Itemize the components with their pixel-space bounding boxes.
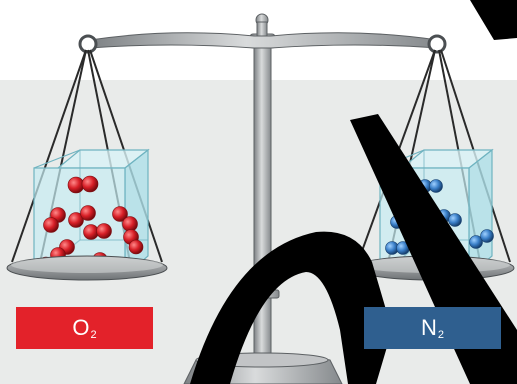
o2-molecule: [83, 223, 112, 240]
oxygen-label-main: O: [72, 315, 90, 340]
left-pan: [6, 255, 168, 281]
o2-molecule: [67, 175, 99, 194]
nitrogen-label-subscript: 2: [437, 329, 444, 341]
o2-molecule: [123, 229, 144, 255]
scale-beam: [78, 32, 447, 54]
o2-molecule: [112, 206, 138, 232]
n2-molecule: [385, 241, 410, 255]
o2-molecule: [43, 207, 66, 233]
oxygen-label-subscript: 2: [90, 329, 97, 341]
nitrogen-label-main: N: [420, 315, 437, 340]
n2-molecule: [469, 229, 494, 249]
o2-molecule: [68, 205, 96, 228]
